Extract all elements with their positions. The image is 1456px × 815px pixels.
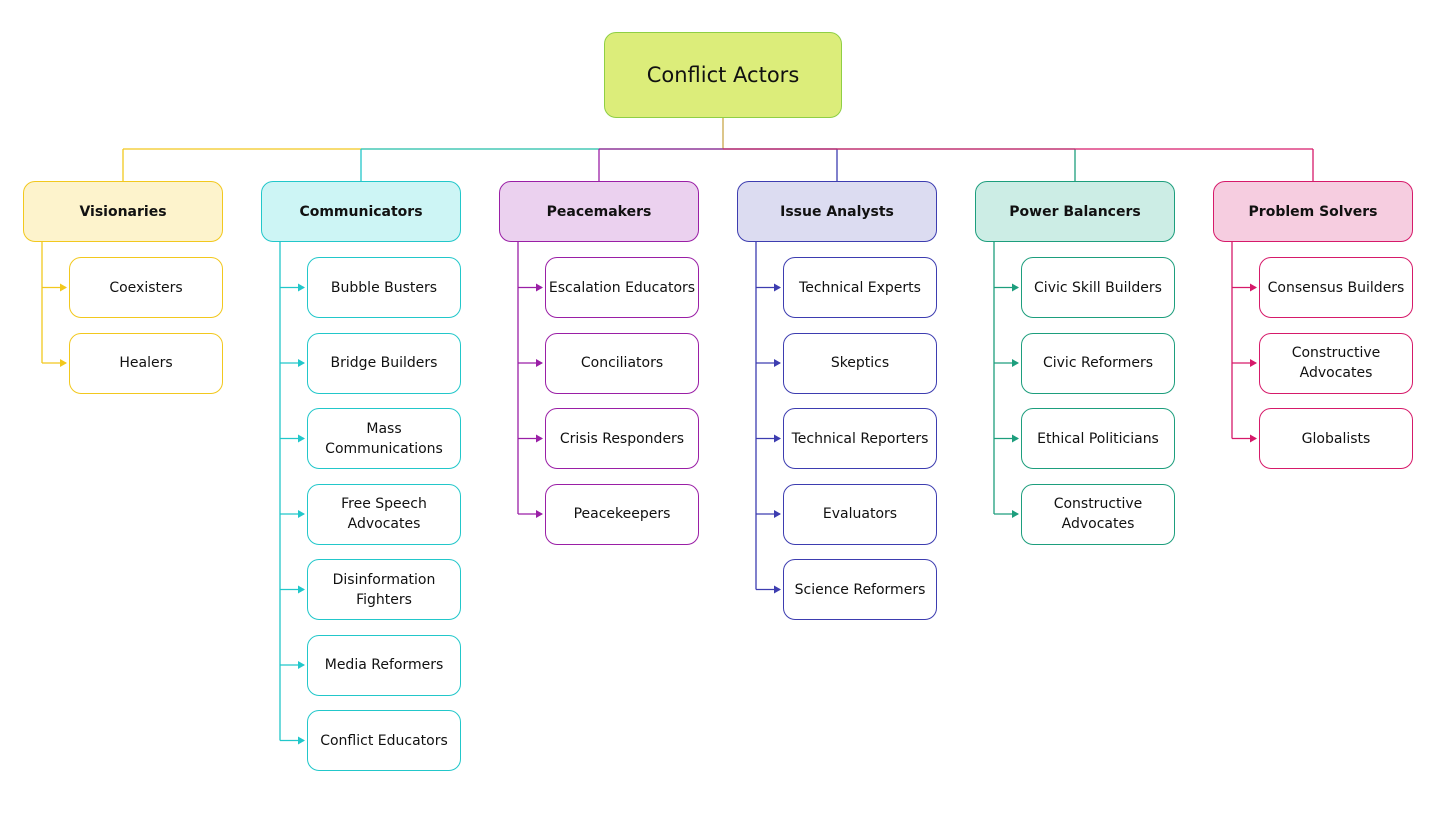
child-label: Technical Experts — [799, 279, 921, 296]
child-label: Media Reformers — [324, 657, 444, 673]
child-node: Constructive Advocates — [1259, 332, 1413, 394]
child-node: Bubble Busters — [307, 257, 461, 318]
arrowhead-icon — [774, 510, 781, 518]
category-label: Visionaries — [79, 203, 167, 220]
arrowhead-icon — [60, 359, 67, 367]
child-node: Healers — [69, 332, 223, 394]
arrowhead-icon — [774, 283, 781, 292]
arrowhead-icon — [774, 585, 781, 594]
child-label: Conciliators — [580, 355, 664, 371]
arrowhead-icon — [298, 510, 305, 518]
arrowhead-icon — [298, 736, 305, 745]
child-label: Bridge Builders — [330, 355, 438, 371]
child-node: Disinformation Fighters — [307, 559, 461, 620]
child-label: Healers — [119, 355, 173, 371]
child-label: Free Speech Advocates — [341, 496, 427, 532]
child-label: Skeptics — [830, 355, 890, 371]
arrowhead-icon — [1012, 359, 1019, 367]
child-node: Crisis Responders — [545, 408, 699, 469]
arrowhead-icon — [1250, 359, 1257, 367]
arrowhead-icon — [774, 359, 781, 367]
arrowhead-icon — [60, 283, 67, 292]
child-label: Evaluators — [822, 506, 898, 522]
category-label: Power Balancers — [1009, 203, 1141, 220]
arrowhead-icon — [536, 359, 543, 367]
category-node-peacemakers: Peacemakers — [499, 181, 699, 242]
arrowhead-icon — [298, 434, 305, 443]
child-node: Escalation Educators — [545, 257, 699, 318]
arrowhead-icon — [1250, 283, 1257, 292]
root-label: Conflict Actors — [646, 63, 800, 87]
child-node: Constructive Advocates — [1021, 483, 1175, 545]
child-label: Constructive Advocates — [1291, 345, 1381, 381]
child-label: Disinformation Fighters — [332, 571, 436, 608]
arrowhead-icon — [774, 434, 781, 443]
arrowhead-icon — [1250, 434, 1257, 443]
category-node-visionaries: Visionaries — [23, 181, 223, 242]
category-node-issue-analysts: Issue Analysts — [737, 181, 937, 242]
arrowhead-icon — [1012, 434, 1019, 443]
category-label: Issue Analysts — [780, 203, 894, 220]
child-node: Conciliators — [545, 332, 699, 394]
child-node: Science Reformers — [783, 559, 937, 620]
child-node: Globalists — [1259, 408, 1413, 469]
child-label: Mass Communications — [325, 420, 443, 457]
category-label: Problem Solvers — [1248, 203, 1378, 220]
child-label: Civic Skill Builders — [1034, 279, 1162, 296]
category-node-problem-solvers: Problem Solvers — [1213, 181, 1413, 242]
child-node: Consensus Builders — [1259, 257, 1413, 318]
category-node-communicators: Communicators — [261, 181, 461, 242]
child-label: Science Reformers — [794, 581, 926, 598]
child-node: Media Reformers — [307, 634, 461, 696]
arrowhead-icon — [536, 283, 543, 292]
category-label: Communicators — [299, 203, 423, 220]
child-node: Evaluators — [783, 483, 937, 545]
child-label: Globalists — [1301, 430, 1371, 447]
child-label: Constructive Advocates — [1053, 496, 1143, 532]
category-label: Peacemakers — [546, 203, 652, 220]
arrowhead-icon — [536, 434, 543, 443]
category-node-power-balancers: Power Balancers — [975, 181, 1175, 242]
arrowhead-icon — [536, 510, 543, 518]
child-node: Mass Communications — [307, 408, 461, 469]
arrowhead-icon — [1012, 283, 1019, 292]
child-node: Peacekeepers — [545, 483, 699, 545]
child-label: Bubble Busters — [330, 279, 438, 296]
child-node: Technical Experts — [783, 257, 937, 318]
arrowhead-icon — [298, 585, 305, 594]
child-node: Ethical Politicians — [1021, 408, 1175, 469]
root-node: Conflict Actors — [604, 32, 842, 118]
child-node: Skeptics — [783, 332, 937, 394]
child-node: Civic Reformers — [1021, 332, 1175, 394]
arrowhead-icon — [298, 283, 305, 292]
child-label: Coexisters — [109, 279, 183, 296]
child-label: Civic Reformers — [1042, 355, 1153, 371]
child-label: Consensus Builders — [1267, 279, 1405, 296]
child-node: Conflict Educators — [307, 710, 461, 771]
child-node: Free Speech Advocates — [307, 483, 461, 545]
child-node: Technical Reporters — [783, 408, 937, 469]
child-label: Technical Reporters — [791, 430, 929, 447]
child-label: Escalation Educators — [548, 279, 696, 296]
child-label: Peacekeepers — [573, 506, 671, 522]
arrowhead-icon — [298, 661, 305, 669]
child-label: Conflict Educators — [320, 732, 448, 749]
child-node: Civic Skill Builders — [1021, 257, 1175, 318]
child-label: Ethical Politicians — [1037, 430, 1159, 447]
child-node: Coexisters — [69, 257, 223, 318]
child-node: Bridge Builders — [307, 332, 461, 394]
child-label: Crisis Responders — [559, 430, 685, 447]
arrowhead-icon — [298, 359, 305, 367]
arrowhead-icon — [1012, 510, 1019, 518]
